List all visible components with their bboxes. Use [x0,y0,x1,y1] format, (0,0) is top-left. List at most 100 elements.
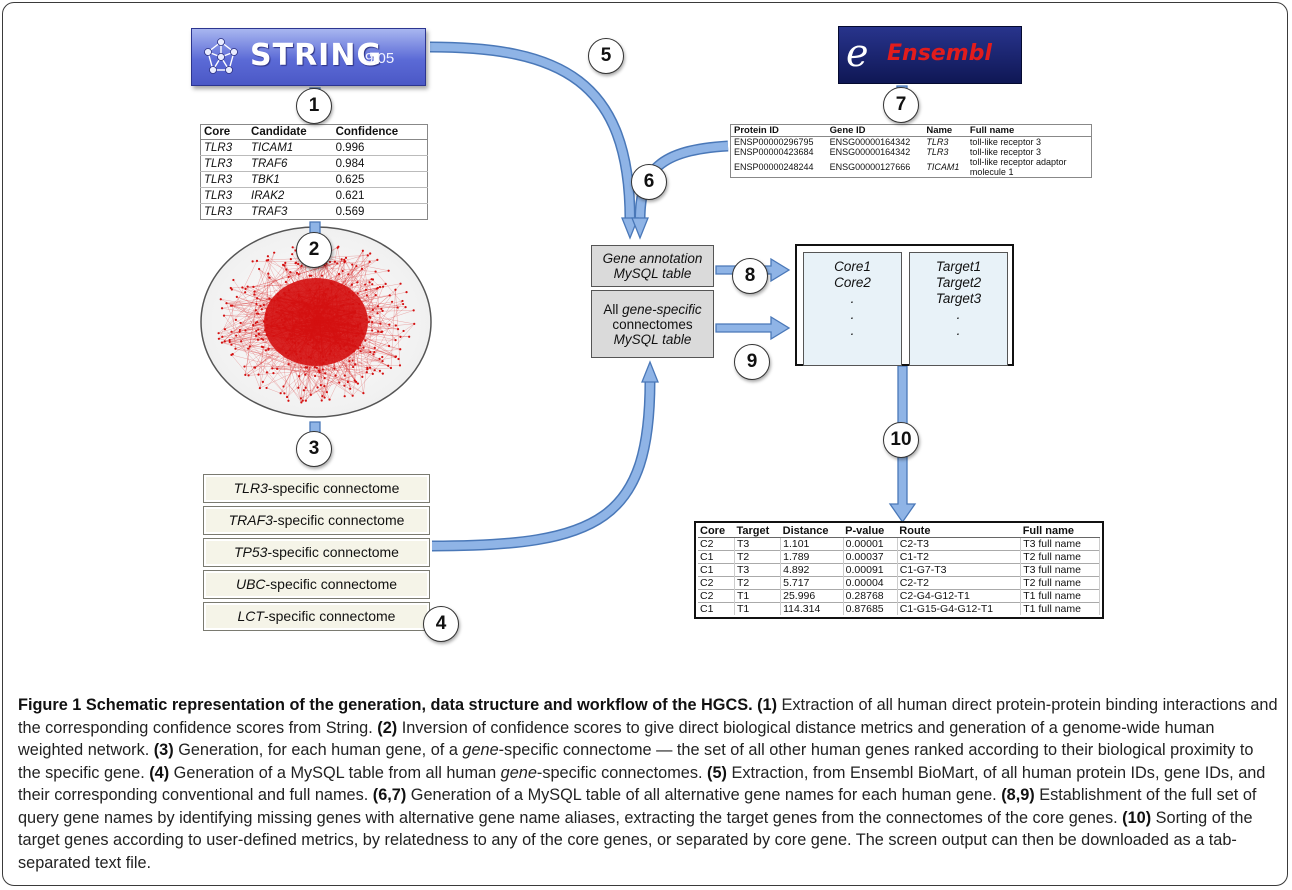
network-node [346,330,349,333]
network-node [402,302,405,306]
network-node [217,337,220,340]
network-node [380,307,383,310]
network-node [312,321,315,324]
table-cell: TLR3 [200,187,249,204]
network-node [328,398,331,401]
connectome-suffix: -specific connectome [267,544,399,560]
network-node [278,326,281,329]
network-node [304,373,307,376]
network-node [287,354,290,357]
network-node [336,335,339,338]
table-cell: C2 [698,589,735,603]
table-cell: TRAF6 [248,155,333,172]
network-node [330,313,333,316]
table-cell: 5.717 [780,576,844,590]
column-header: Protein ID [730,124,827,137]
network-node [347,339,351,342]
network-node [352,303,355,306]
table-cell: T1 [734,602,782,615]
network-node [297,311,300,314]
network-node [381,285,385,288]
network-node [253,366,257,369]
network-node [381,360,384,363]
network-node [355,265,358,268]
connectome-gene: UBC [235,576,266,592]
network-node [318,371,321,374]
table-cell: C1 [698,602,735,615]
network-node [241,286,244,289]
network-edge [262,346,302,403]
table-cell: C1-G15-G4-G12-T1 [897,602,1022,615]
network-node [314,338,318,341]
network-node [350,283,354,286]
network-node [296,262,300,266]
network-node [267,347,270,350]
table-cell: T2 full name [1020,576,1100,590]
network-node [283,317,286,320]
network-edge [321,257,347,276]
network-node [405,291,408,294]
network-node [345,349,348,352]
network-node [387,344,391,348]
table-cell: TLR3 [200,203,249,220]
column-header: Distance [780,525,844,538]
network-node [394,324,397,327]
network-node [291,328,294,331]
network-node [229,286,232,290]
core-gene-entry: Core1 [834,259,871,274]
network-node [262,320,265,323]
core-gene-entry: . [850,291,855,306]
network-edge [363,322,373,394]
network-node [300,264,303,268]
network-node [337,308,340,311]
network-node [287,289,290,292]
network-node [291,340,294,343]
network-node [389,366,393,370]
network-node [334,335,337,338]
network-node [348,348,351,351]
table-cell: ENSG00000164342 [829,137,911,147]
network-node [299,333,302,336]
network-node [329,310,332,313]
table-cell: TRAF3 [248,203,333,220]
network-node [230,330,233,333]
network-node [279,392,282,395]
table-cell: 0.625 [332,171,428,188]
network-node [244,373,247,376]
network-node [371,320,374,324]
network-node [235,295,238,298]
network-node [333,367,336,370]
table-cell: 0.00004 [843,576,898,590]
network-node [354,345,357,348]
network-node [247,374,250,377]
network-node [255,329,258,332]
network-node [373,351,376,354]
table-cell: 0.00091 [843,563,898,577]
network-node [352,294,355,297]
network-node [310,319,313,322]
network-edge [381,283,401,309]
network-edge [376,288,382,333]
network-node [261,345,265,349]
network-node [371,329,374,332]
connectome-gene: TP53 [234,544,268,560]
network-node [305,366,309,369]
network-node [295,271,299,274]
network-node [378,369,382,372]
table-cell: 114.314 [780,602,844,615]
table-cell: T2 full name [1020,550,1100,564]
network-edge [320,372,367,386]
network-node [388,323,391,326]
network-node [271,367,274,370]
network-node [255,302,258,306]
network-node [317,322,320,325]
network-node [248,345,251,348]
network-node [333,260,337,263]
network-node [355,380,358,383]
network-node [260,337,263,340]
network-node [297,341,300,345]
connectome-item: TP53-specific connectome [203,538,430,567]
